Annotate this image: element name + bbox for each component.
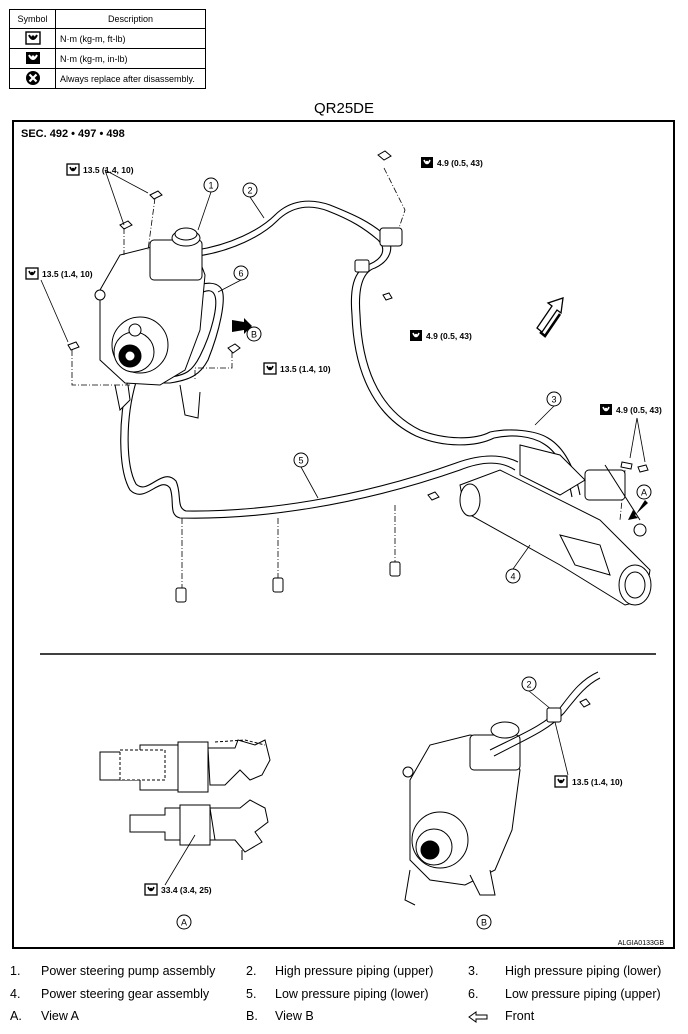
torque-inlb-icon <box>9 48 56 69</box>
pipe-clips <box>175 150 403 603</box>
part-num: 1. <box>10 964 21 978</box>
callout-3: 3 <box>551 395 556 405</box>
torque-label-3: 13.5 (1.4, 10) <box>280 364 331 374</box>
part-num: B. <box>246 1009 258 1023</box>
part-label: View A <box>41 1009 79 1023</box>
engine-title: QR25DE <box>313 100 375 117</box>
part-label: Front <box>505 1009 535 1023</box>
pump-assembly <box>94 227 206 419</box>
parts-row: A. View A B. View B Front <box>10 1009 680 1032</box>
callout-5: 5 <box>298 456 303 466</box>
legend-desc-replace: Always replace after disassembly. <box>55 68 206 89</box>
callout-2-view-b: 2 <box>526 680 531 690</box>
view-a-label: A <box>181 918 187 928</box>
callout-leaders <box>40 169 646 711</box>
torque-ftlb-icon <box>9 28 56 49</box>
torque-label-4: 4.9 (0.5, 43) <box>437 158 483 168</box>
torque-icon-2 <box>25 267 39 280</box>
parts-list: 1. Power steering pump assembly 2. High … <box>10 964 680 1032</box>
torque-label-2: 13.5 (1.4, 10) <box>42 269 93 279</box>
view-a-leader <box>164 834 196 886</box>
part-label: Low pressure piping (lower) <box>275 986 429 1001</box>
piping-lines <box>120 200 581 519</box>
callout-a: A <box>641 488 647 498</box>
torque-label-6: 4.9 (0.5, 43) <box>616 405 662 415</box>
part-num: 6. <box>468 986 479 1001</box>
torque-icon-7 <box>554 775 568 788</box>
torque-icon-1 <box>66 163 80 176</box>
view-b-label: B <box>481 918 487 928</box>
front-arrow-icon <box>536 297 564 338</box>
callout-circles <box>176 177 652 930</box>
torque-label-1: 13.5 (1.4, 10) <box>83 165 134 175</box>
view-a-arrow-icon <box>628 500 648 520</box>
parts-row: 4. Power steering gear assembly 5. Low p… <box>10 987 680 1010</box>
part-num: 5. <box>246 986 257 1001</box>
part-label: High pressure piping (lower) <box>505 964 662 978</box>
view-a-detail <box>99 739 271 860</box>
gear-bolts <box>382 292 649 501</box>
callout-6: 6 <box>238 269 243 279</box>
replace-icon <box>9 68 56 89</box>
part-label: Low pressure piping (upper) <box>505 986 661 1001</box>
torque-label-7: 13.5 (1.4, 10) <box>572 777 623 787</box>
callout-4: 4 <box>510 572 515 582</box>
part-num: 2. <box>246 964 257 978</box>
diagram-frame <box>12 120 675 949</box>
symbol-legend: Symbol Description N·m (kg-m, ft-lb) N·m… <box>9 9 206 89</box>
torque-icon-5 <box>409 329 423 342</box>
torque-icon-8 <box>144 883 158 896</box>
part-num: A. <box>10 1009 22 1023</box>
part-num: 4. <box>10 986 21 1001</box>
pump-bolts <box>67 190 241 354</box>
part-label: High pressure piping (upper) <box>275 964 434 978</box>
part-label: Power steering pump assembly <box>41 964 216 978</box>
part-label: View B <box>275 1009 314 1023</box>
view-b-leader <box>554 721 569 776</box>
callout-b: B <box>251 330 257 340</box>
parts-row: 1. Power steering pump assembly 2. High … <box>10 964 680 987</box>
callout-1: 1 <box>208 181 213 191</box>
torque-label-5: 4.9 (0.5, 43) <box>426 331 472 341</box>
view-b-detail <box>402 671 601 906</box>
section-label: SEC. 492 • 497 • 498 <box>21 128 125 140</box>
figure-code: ALGIA0133GB <box>618 940 665 947</box>
torque-icon-4 <box>420 156 434 169</box>
front-arrow-icon <box>468 1011 488 1026</box>
part-num: 3. <box>468 964 479 978</box>
torque-icon-3 <box>263 362 277 375</box>
view-b-arrow-icon <box>232 318 252 334</box>
torque-label-8: 33.4 (3.4, 25) <box>161 885 212 895</box>
torque-icon-6 <box>599 403 613 416</box>
steering-gear <box>459 444 652 606</box>
part-label: Power steering gear assembly <box>41 986 210 1001</box>
callout-2: 2 <box>247 186 252 196</box>
